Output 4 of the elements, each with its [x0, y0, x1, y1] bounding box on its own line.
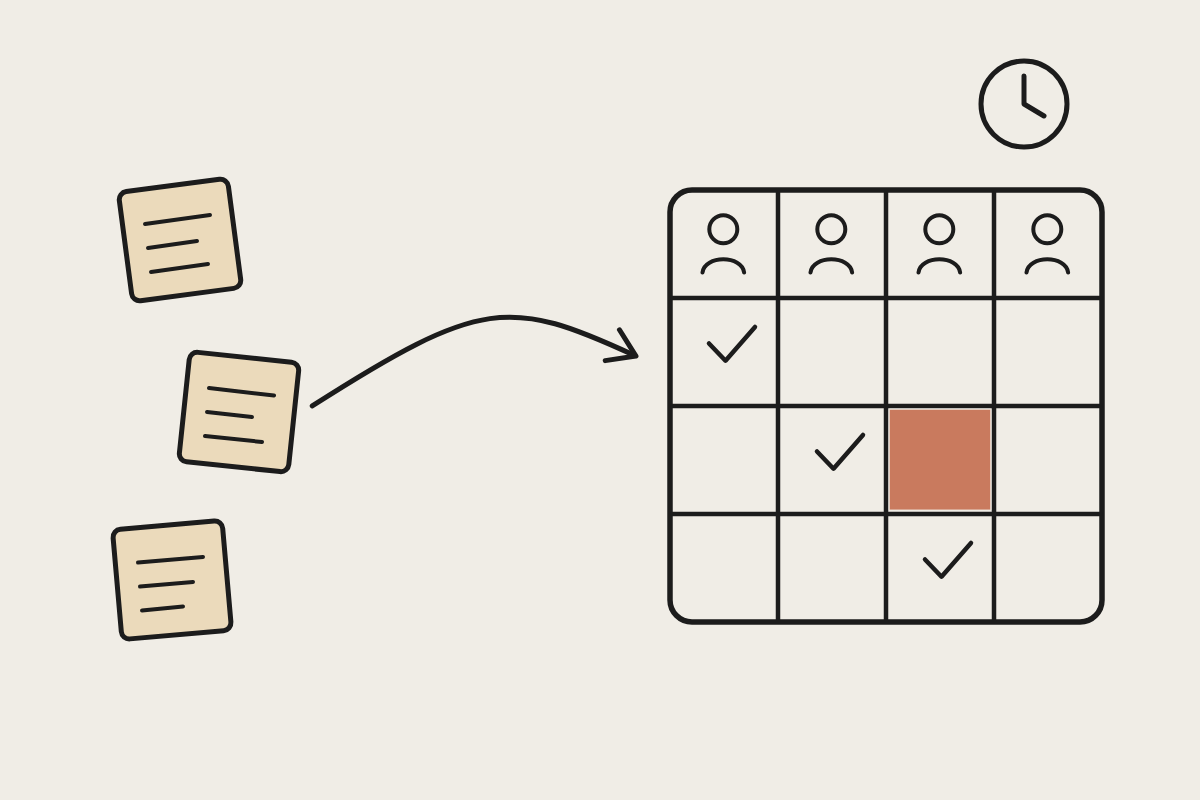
sticky-note [116, 176, 244, 304]
curved-arrow [309, 314, 639, 409]
sticky-note [110, 518, 234, 642]
calendar-grid [667, 187, 1105, 625]
